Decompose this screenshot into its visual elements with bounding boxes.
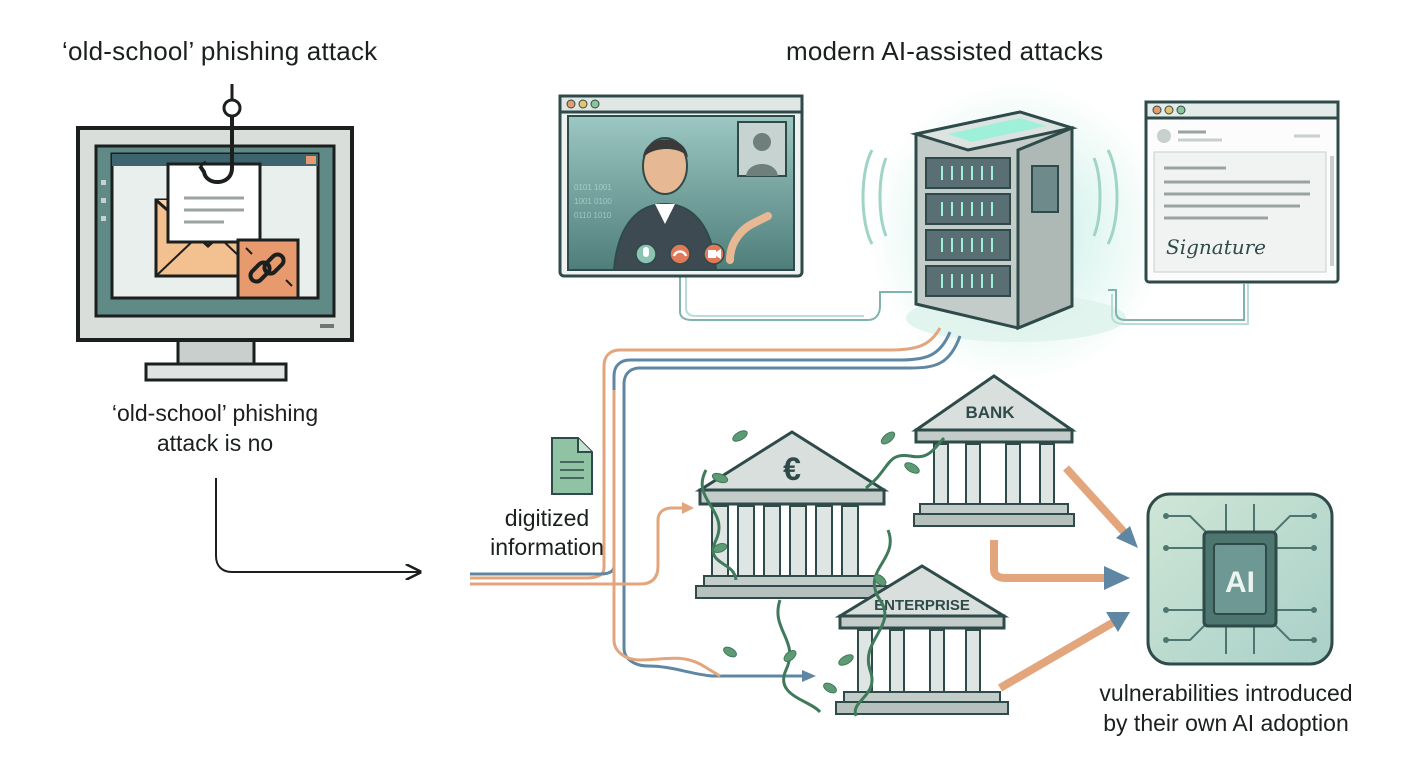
- svg-text:1001 0100: 1001 0100: [574, 197, 612, 206]
- title-modern-ai: modern AI-assisted attacks: [786, 36, 1104, 66]
- mic-icon: [635, 243, 657, 265]
- link-server-email: [1108, 284, 1245, 321]
- euro-bank-icon: €: [694, 430, 890, 599]
- bank-label: BANK: [965, 403, 1015, 422]
- fishing-hook-icon: [198, 84, 242, 184]
- caption-vuln-line2: by their own AI adoption: [1103, 710, 1349, 736]
- vine-leaves: [711, 430, 920, 694]
- caption-left: ‘old-school’ phishing attack is no: [90, 398, 340, 458]
- ai-chip-icon: AI: [1146, 492, 1334, 666]
- arrow-to-euro-bank: [682, 502, 694, 514]
- broken-link-icon: [236, 238, 300, 300]
- hang-up-icon: [669, 243, 691, 265]
- euro-symbol: €: [783, 451, 801, 487]
- flow-arrow-left: [215, 478, 420, 572]
- caption-vulnerabilities: vulnerabilities introduced by their own …: [1076, 678, 1376, 738]
- title-old-school: ‘old-school’ phishing attack: [62, 36, 378, 66]
- arrows-to-ai: [990, 465, 1138, 692]
- caption-vuln-line1: vulnerabilities introduced: [1099, 680, 1353, 706]
- camera-icon: [703, 243, 725, 265]
- vine-icon: [700, 436, 946, 717]
- caption-left-line1: ‘old-school’ phishing: [111, 400, 319, 426]
- arrow-to-enterprise: [802, 670, 816, 682]
- svg-text:0101 1001: 0101 1001: [574, 183, 612, 192]
- caption-digitized-line2: information: [490, 534, 604, 560]
- bank-icon: BANK: [911, 374, 1077, 527]
- signature-text: Signature: [1166, 235, 1266, 259]
- document-icon: [551, 437, 593, 495]
- link-video-server: [679, 276, 912, 321]
- data-flow-lines: [470, 327, 962, 678]
- caption-digitized: digitized information: [472, 504, 622, 562]
- ai-label: AI: [1225, 566, 1255, 599]
- caption-left-line2: attack is no: [156, 430, 274, 456]
- enterprise-label: ENTERPRISE: [874, 597, 970, 614]
- caption-digitized-line1: digitized: [504, 505, 590, 531]
- email-window-icon: Signature: [1144, 100, 1340, 284]
- svg-text:0110 1010: 0110 1010: [574, 211, 612, 220]
- server-icon: [861, 110, 1119, 331]
- video-call-window-icon: 0101 1001 1001 0100 0110 1010: [558, 94, 804, 278]
